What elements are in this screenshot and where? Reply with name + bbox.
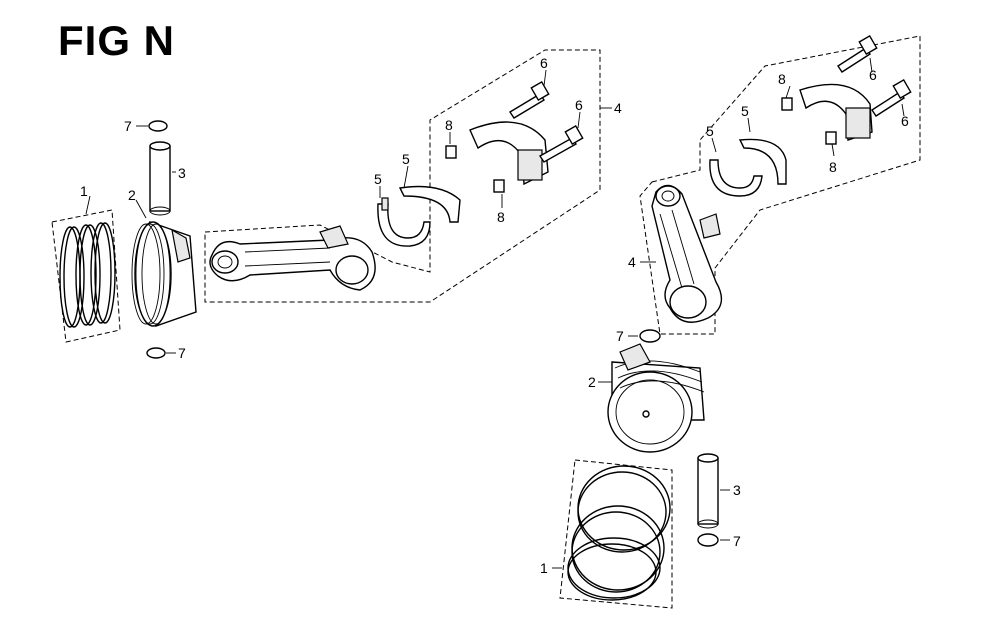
bolts-right (837, 34, 912, 117)
bearing-shells-right (709, 138, 787, 197)
piston-pin-right (697, 453, 719, 529)
ring-set-outline-right (559, 459, 673, 609)
callout-4-right: 4 (628, 254, 636, 270)
clip-right-bottom (697, 533, 719, 547)
ring-set-outline-left (51, 209, 121, 343)
piston-left (131, 220, 197, 327)
callout-4-left: 4 (614, 100, 622, 116)
figure-title: FIG N (58, 17, 175, 64)
callout-7-left-top: 7 (124, 118, 132, 134)
callout-5-left-b: 5 (402, 151, 410, 167)
dowel-right-a (781, 97, 793, 111)
rod-cap-left (469, 121, 549, 186)
callout-2-right: 2 (588, 374, 596, 390)
callout-1-right: 1 (540, 560, 548, 576)
callout-6-right-b: 6 (901, 113, 909, 129)
dowel-left-b (493, 179, 505, 193)
group-outline-right (639, 35, 921, 335)
leaders-right (552, 57, 905, 569)
callouts-right: 8 6 6 8 5 5 4 7 2 3 7 1 (540, 67, 909, 576)
callout-8-right-a: 8 (778, 71, 786, 87)
callout-6-left-a: 6 (540, 55, 548, 71)
dowel-left-a (445, 145, 457, 159)
callout-3-right: 3 (733, 482, 741, 498)
piston-right (607, 343, 705, 453)
dowel-right-b (825, 131, 837, 145)
connecting-rod-left (209, 225, 376, 291)
callout-5-right-b: 5 (741, 103, 749, 119)
piston-pin-left (149, 141, 171, 216)
bearing-shells-left (377, 185, 461, 247)
clip-left-top (148, 120, 168, 132)
callout-2-left: 2 (128, 187, 136, 203)
connecting-rod-right (651, 184, 723, 323)
callout-8-left-b: 8 (497, 209, 505, 225)
callout-3-left: 3 (178, 165, 186, 181)
piston-rings-right (567, 465, 671, 601)
callout-5-left-a: 5 (374, 171, 382, 187)
callout-8-left-a: 8 (445, 117, 453, 133)
rod-cap-right (799, 83, 873, 141)
callout-7-right-bottom: 7 (733, 533, 741, 549)
callout-1-left: 1 (80, 183, 88, 199)
callout-7-left-bottom: 7 (178, 345, 186, 361)
clip-left-bottom (146, 347, 166, 359)
leaders-left (85, 69, 612, 354)
callout-7-right-top: 7 (616, 328, 624, 344)
callout-8-right-b: 8 (829, 159, 837, 175)
callout-6-left-b: 6 (575, 97, 583, 113)
clip-right-top (639, 329, 661, 343)
callouts-left: 1 2 3 7 7 5 5 8 8 6 6 4 (80, 55, 622, 361)
piston-rings-left (59, 222, 116, 328)
bolts-left (509, 80, 584, 163)
callout-6-right-a: 6 (869, 67, 877, 83)
callout-5-right-a: 5 (706, 123, 714, 139)
